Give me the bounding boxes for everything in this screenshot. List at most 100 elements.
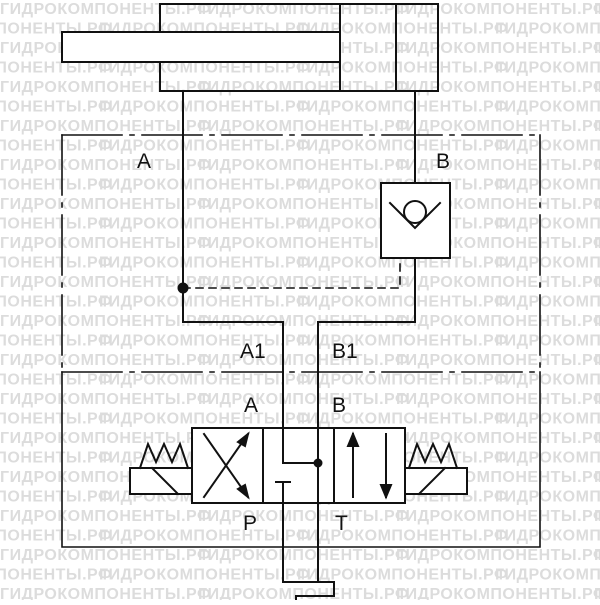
watermark-text: ГИДРОКОМПОНЕНТЫ.РФ bbox=[594, 469, 600, 486]
watermark-text: ГИДРОКОМПОНЕНТЫ.РФ bbox=[0, 60, 112, 77]
watermark-text: ГИДРОКОМПОНЕНТЫ.РФ bbox=[495, 450, 600, 467]
label-port-b1: B1 bbox=[332, 340, 358, 363]
watermark-text: ГИДРОКОМПОНЕНТЫ.РФ bbox=[0, 430, 211, 447]
watermark-text: ГИДРОКОМПОНЕНТЫ.РФ bbox=[396, 547, 600, 564]
watermark-text: ГИДРОКОМПОНЕНТЫ.РФ bbox=[594, 1, 600, 18]
watermark-text: ГИДРОКОМПОНЕНТЫ.РФ bbox=[198, 79, 409, 96]
watermark-text: ГИДРОКОМПОНЕНТЫ.РФ bbox=[0, 391, 211, 408]
pilot-check-valve bbox=[380, 182, 451, 259]
watermark-text: ГИДРОКОМПОНЕНТЫ.РФ bbox=[0, 138, 112, 155]
watermark-text: ГИДРОКОМПОНЕНТЫ.РФ bbox=[0, 508, 211, 525]
watermark-text: ГИДРОКОМПОНЕНТЫ.РФ bbox=[198, 352, 409, 369]
line-a bbox=[182, 90, 284, 429]
watermark-text: ГИДРОКОМПОНЕНТЫ.РФ bbox=[594, 157, 600, 174]
watermark-text: ГИДРОКОМПОНЕНТЫ.РФ bbox=[0, 450, 112, 467]
pilot-junction-dot bbox=[177, 282, 189, 294]
watermark-text: ГИДРОКОМПОНЕНТЫ.РФ bbox=[396, 586, 600, 600]
watermark-text: ГИДРОКОМПОНЕНТЫ.РФ bbox=[0, 177, 112, 194]
label-valve-port-b: B bbox=[332, 394, 346, 417]
watermark-text: ГИДРОКОМПОНЕНТЫ.РФ bbox=[99, 60, 310, 77]
watermark-text: ГИДРОКОМПОНЕНТЫ.РФ bbox=[396, 118, 600, 135]
watermark-text: ГИДРОКОМПОНЕНТЫ.РФ bbox=[0, 489, 112, 506]
port-stub bbox=[295, 595, 335, 601]
watermark-text: ГИДРОКОМПОНЕНТЫ.РФ bbox=[0, 255, 112, 272]
watermark-text: ГИДРОКОМПОНЕНТЫ.РФ bbox=[594, 430, 600, 447]
watermark-text: ГИДРОКОМПОНЕНТЫ.РФ bbox=[396, 391, 600, 408]
watermark-text: ГИДРОКОМПОНЕНТЫ.РФ bbox=[396, 157, 600, 174]
watermark-text: ГИДРОКОМПОНЕНТЫ.РФ bbox=[594, 79, 600, 96]
watermark-text: ГИДРОКОМПОНЕНТЫ.РФ bbox=[495, 489, 600, 506]
line-p bbox=[282, 502, 335, 597]
label-port-b-top: B bbox=[436, 150, 450, 173]
watermark-text: ГИДРОКОМПОНЕНТЫ.РФ bbox=[0, 79, 211, 96]
watermark-text: ГИДРОКОМПОНЕНТЫ.РФ bbox=[99, 372, 310, 389]
watermark-text: ГИДРОКОМПОНЕНТЫ.РФ bbox=[495, 60, 600, 77]
watermark-text: ГИДРОКОМПОНЕНТЫ.РФ bbox=[594, 196, 600, 213]
watermark-text: ГИДРОКОМПОНЕНТЫ.РФ bbox=[594, 274, 600, 291]
watermark-text: ГИДРОКОМПОНЕНТЫ.РФ bbox=[99, 255, 310, 272]
watermark-text: ГИДРОКОМПОНЕНТЫ.РФ bbox=[0, 216, 112, 233]
watermark-text: ГИДРОКОМПОНЕНТЫ.РФ bbox=[198, 196, 409, 213]
watermark-text: ГИДРОКОМПОНЕНТЫ.РФ bbox=[396, 430, 600, 447]
watermark-text: ГИДРОКОМПОНЕНТЫ.РФ bbox=[396, 1, 600, 18]
cylinder-rod bbox=[61, 31, 341, 63]
watermark-text: ГИДРОКОМПОНЕНТЫ.РФ bbox=[0, 235, 211, 252]
watermark-text: ГИДРОКОМПОНЕНТЫ.РФ bbox=[99, 411, 310, 428]
watermark-text: ГИДРОКОМПОНЕНТЫ.РФ bbox=[198, 586, 409, 600]
watermark-text: ГИДРОКОМПОНЕНТЫ.РФ bbox=[396, 274, 600, 291]
label-port-p: P bbox=[243, 512, 257, 535]
watermark-text: ГИДРОКОМПОНЕНТЫ.РФ bbox=[297, 60, 508, 77]
watermark-text: ГИДРОКОМПОНЕНТЫ.РФ bbox=[297, 138, 508, 155]
watermark-text: ГИДРОКОМПОНЕНТЫ.РФ bbox=[198, 235, 409, 252]
watermark-text: ГИДРОКОМПОНЕНТЫ.РФ bbox=[0, 118, 211, 135]
watermark-text: ГИДРОКОМПОНЕНТЫ.РФ bbox=[99, 528, 310, 545]
watermark-text: ГИДРОКОМПОНЕНТЫ.РФ bbox=[594, 235, 600, 252]
pilot-line bbox=[182, 257, 401, 289]
watermark-text: ГИДРОКОМПОНЕНТЫ.РФ bbox=[297, 333, 508, 350]
solenoid-right bbox=[404, 441, 468, 496]
watermark-text: ГИДРОКОМПОНЕНТЫ.РФ bbox=[594, 547, 600, 564]
watermark-text: ГИДРОКОМПОНЕНТЫ.РФ bbox=[198, 547, 409, 564]
watermark-text: ГИДРОКОМПОНЕНТЫ.РФ bbox=[297, 372, 508, 389]
valve-body bbox=[191, 427, 406, 504]
watermark-text: ГИДРОКОМПОНЕНТЫ.РФ bbox=[297, 567, 508, 584]
watermark-text: ГИДРОКОМПОНЕНТЫ.РФ bbox=[0, 547, 211, 564]
watermark-text: ГИДРОКОМПОНЕНТЫ.РФ bbox=[297, 411, 508, 428]
watermark-text: ГИДРОКОМПОНЕНТЫ.РФ bbox=[0, 586, 211, 600]
label-port-a1: A1 bbox=[240, 340, 266, 363]
watermark-text: ГИДРОКОМПОНЕНТЫ.РФ bbox=[99, 567, 310, 584]
watermark-text: ГИДРОКОМПОНЕНТЫ.РФ bbox=[495, 294, 600, 311]
label-port-t: T bbox=[335, 512, 348, 535]
watermark-text: ГИДРОКОМПОНЕНТЫ.РФ bbox=[0, 352, 211, 369]
watermark-text: ГИДРОКОМПОНЕНТЫ.РФ bbox=[495, 528, 600, 545]
watermark-text: ГИДРОКОМПОНЕНТЫ.РФ bbox=[495, 216, 600, 233]
watermark-text: ГИДРОКОМПОНЕНТЫ.РФ bbox=[495, 138, 600, 155]
watermark-text: ГИДРОКОМПОНЕНТЫ.РФ bbox=[198, 508, 409, 525]
watermark-text: ГИДРОКОМПОНЕНТЫ.РФ bbox=[198, 1, 409, 18]
watermark-text: ГИДРОКОМПОНЕНТЫ.РФ bbox=[594, 118, 600, 135]
watermark-text: ГИДРОКОМПОНЕНТЫ.РФ bbox=[396, 313, 600, 330]
watermark-text: ГИДРОКОМПОНЕНТЫ.РФ bbox=[198, 118, 409, 135]
watermark-text: ГИДРОКОМПОНЕНТЫ.РФ bbox=[0, 294, 112, 311]
watermark-text: ГИДРОКОМПОНЕНТЫ.РФ bbox=[0, 333, 112, 350]
watermark-text: ГИДРОКОМПОНЕНТЫ.РФ bbox=[594, 508, 600, 525]
watermark-text: ГИДРОКОМПОНЕНТЫ.РФ bbox=[99, 333, 310, 350]
watermark-text: ГИДРОКОМПОНЕНТЫ.РФ bbox=[0, 313, 211, 330]
watermark-text: ГИДРОКОМПОНЕНТЫ.РФ bbox=[0, 567, 112, 584]
upper-block-boundary bbox=[61, 134, 541, 373]
watermark-text: ГИДРОКОМПОНЕНТЫ.РФ bbox=[495, 99, 600, 116]
watermark-text: ГИДРОКОМПОНЕНТЫ.РФ bbox=[297, 99, 508, 116]
watermark-text: ГИДРОКОМПОНЕНТЫ.РФ bbox=[495, 567, 600, 584]
watermark-text: ГИДРОКОМПОНЕНТЫ.РФ bbox=[594, 313, 600, 330]
watermark-text: ГИДРОКОМПОНЕНТЫ.РФ bbox=[396, 508, 600, 525]
label-port-a-top: A bbox=[137, 150, 151, 173]
solenoid-left bbox=[129, 441, 193, 496]
watermark-text: ГИДРОКОМПОНЕНТЫ.РФ bbox=[495, 411, 600, 428]
watermark-text: ГИДРОКОМПОНЕНТЫ.РФ bbox=[594, 40, 600, 57]
watermark-text: ГИДРОКОМПОНЕНТЫ.РФ bbox=[99, 294, 310, 311]
watermark-text: ГИДРОКОМПОНЕНТЫ.РФ bbox=[297, 255, 508, 272]
watermark-text: ГИДРОКОМПОНЕНТЫ.РФ bbox=[99, 216, 310, 233]
directional-valve bbox=[191, 427, 406, 504]
watermark-text: ГИДРОКОМПОНЕНТЫ.РФ bbox=[594, 391, 600, 408]
